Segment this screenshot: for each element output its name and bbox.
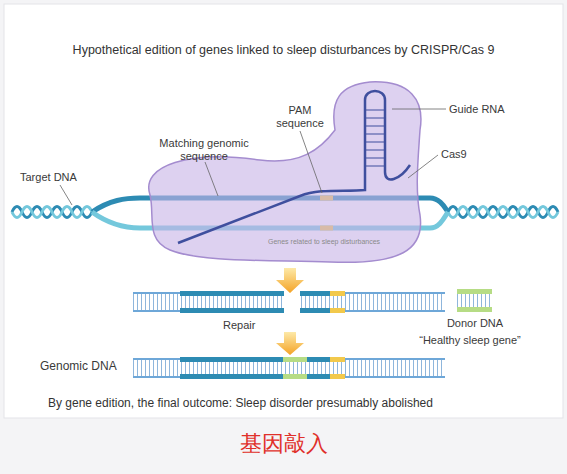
diagram-caption: 基因敲入 xyxy=(0,431,567,456)
dna-helix xyxy=(448,207,558,218)
panel xyxy=(4,4,563,418)
part-label: Target DNA xyxy=(20,171,77,184)
cas9-protein xyxy=(149,82,421,263)
diagram-title: Hypothetical edition of genes linked to … xyxy=(0,43,567,57)
outcome-note: By gene edition, the final outcome: Slee… xyxy=(48,397,433,411)
guide-rna xyxy=(178,91,410,243)
cut-dna xyxy=(133,291,445,313)
part-label: Guide RNA xyxy=(449,103,505,116)
dna-helix xyxy=(12,207,92,218)
part-label: Cas9 xyxy=(441,148,467,161)
part-label: Donor DNA xyxy=(430,317,520,330)
leader-line xyxy=(60,109,446,205)
gene-label: Genes related to sleep disturbances xyxy=(268,238,380,246)
part-label: Matching genomic sequence xyxy=(145,137,263,162)
process-arrow xyxy=(276,332,304,355)
part-label: PAM sequence xyxy=(268,104,332,129)
donor-dna xyxy=(457,289,492,312)
process-arrow xyxy=(276,268,304,293)
part-label: Genomic DNA xyxy=(40,360,117,374)
step-label: Repair xyxy=(223,319,255,332)
repaired-dna xyxy=(133,357,445,379)
part-label: “Healthy sleep gene” xyxy=(405,334,535,347)
